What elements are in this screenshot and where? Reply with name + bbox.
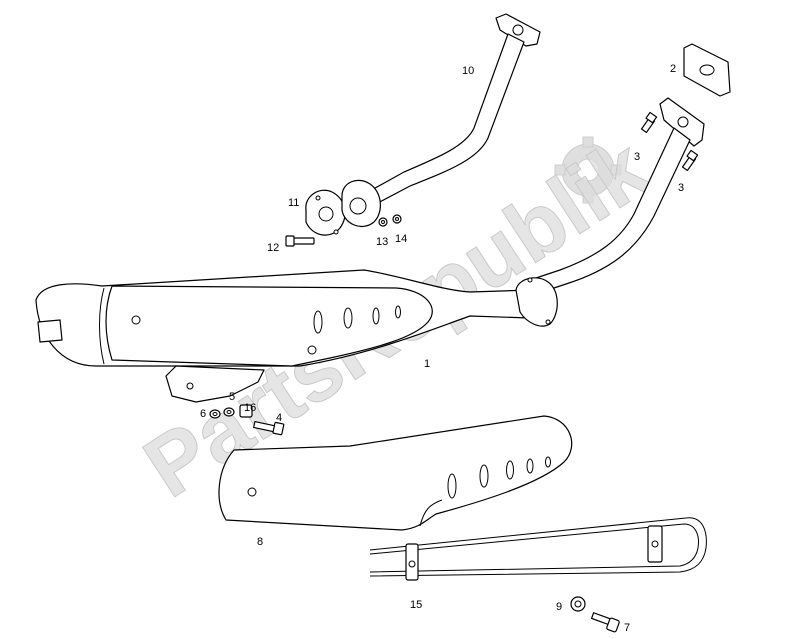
callout-6: 6: [200, 408, 206, 420]
part-8-heat-shield: [218, 415, 573, 531]
part-5-washer: [223, 407, 235, 417]
part-1-main-header-pipe: [529, 97, 705, 295]
part-7-bolt: [590, 612, 620, 633]
callout-13: 13: [376, 236, 388, 248]
part-15-support-bracket: [369, 517, 707, 581]
part-9-washer: [570, 596, 586, 612]
callout-16: 16: [244, 402, 256, 414]
part-13-washer: [378, 217, 388, 227]
callout-1: 1: [424, 358, 430, 370]
part-11-gasket: [305, 189, 346, 236]
callout-3-upper: 3: [634, 151, 640, 163]
callout-8: 8: [257, 536, 263, 548]
part-3-stud-b: [681, 149, 699, 172]
callout-5: 5: [229, 391, 235, 403]
part-14-nut: [392, 214, 402, 224]
part-2-gasket: [683, 43, 731, 97]
part-4-bolt: [253, 420, 285, 436]
gear-icon: [554, 136, 622, 204]
muffler-bracket: [165, 365, 265, 403]
part-11b-flange: [341, 179, 381, 227]
callout-4: 4: [276, 412, 282, 424]
callout-14: 14: [395, 233, 407, 245]
callout-15: 15: [410, 599, 422, 611]
callout-7: 7: [624, 622, 630, 634]
callout-2: 2: [670, 63, 676, 75]
callout-11: 11: [288, 197, 299, 209]
callout-12: 12: [267, 242, 279, 254]
callout-3-lower: 3: [678, 182, 684, 194]
callout-10: 10: [462, 65, 474, 77]
callout-9: 9: [556, 601, 562, 613]
part-10-header-pipe: [367, 13, 541, 205]
part-12-bolt: [285, 235, 315, 247]
callout-labels: 10 2 3 3 11 12 13 14 1 5 6 16 4 8 15 9 7: [200, 63, 684, 634]
part-6-washer: [209, 409, 221, 419]
part-16-spacer: [239, 404, 253, 418]
part-1-muffler: [35, 269, 558, 367]
part-3-stud-a: [640, 111, 658, 134]
